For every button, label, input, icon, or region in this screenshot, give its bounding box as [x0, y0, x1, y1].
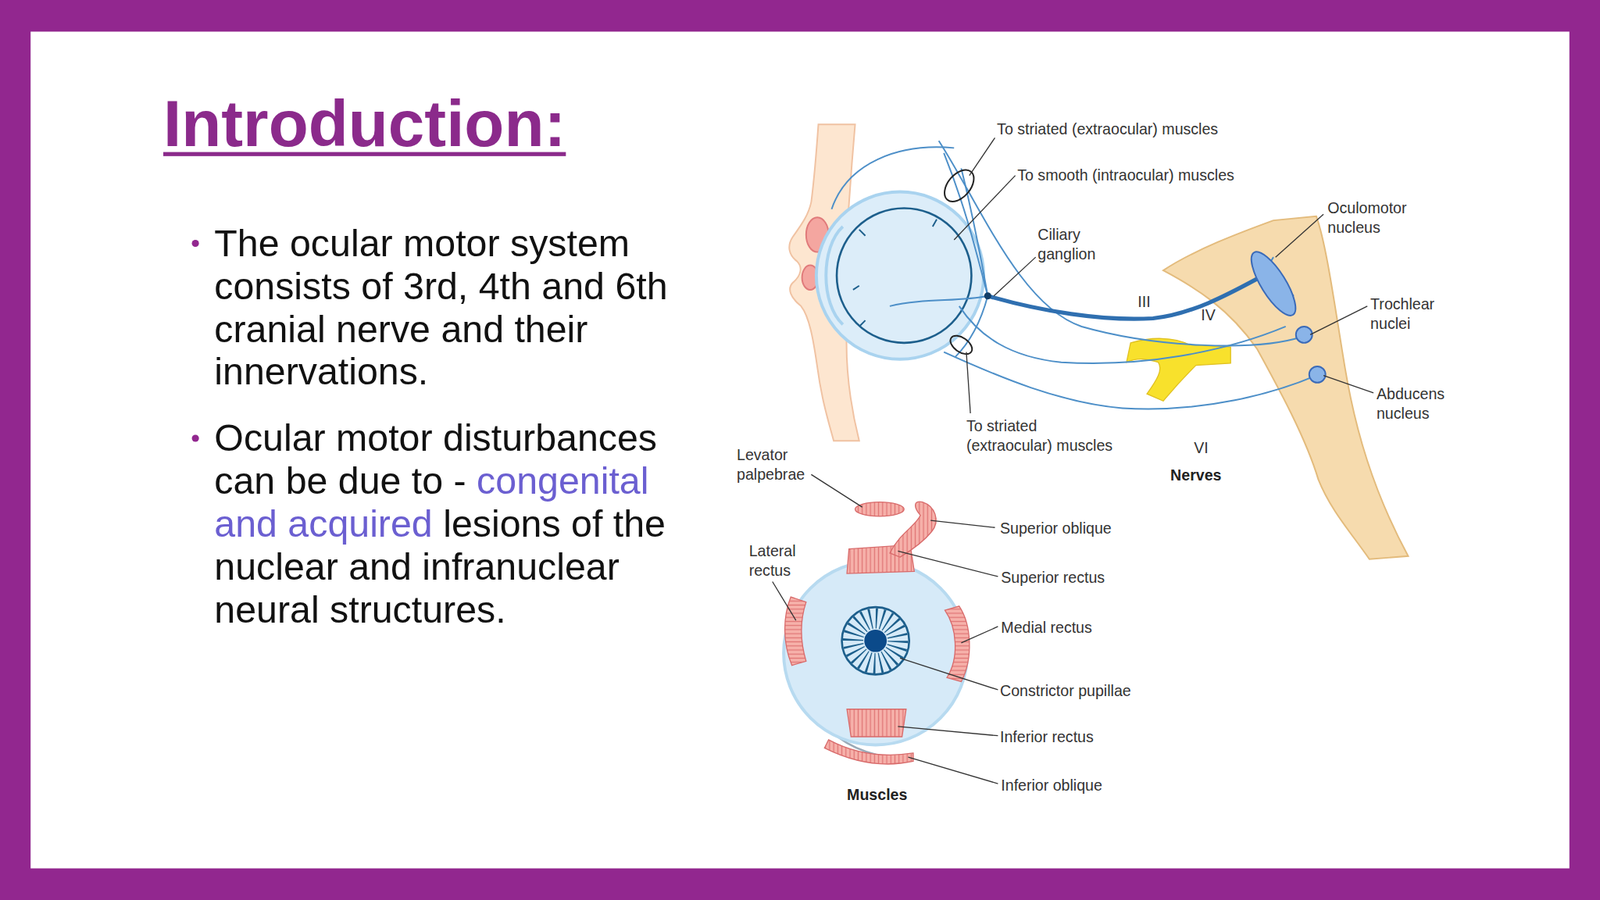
inferior-rectus-muscle [846, 709, 907, 737]
eyeball-outer [816, 192, 984, 360]
trochlear-nucleus-shape [1296, 326, 1313, 343]
leader-line [900, 657, 998, 690]
oculomotor-nerve [987, 275, 1264, 320]
anatomy-label: Constrictor pupillae [1000, 680, 1132, 700]
bullet-dot [192, 239, 200, 247]
bullet-paragraph: Ocular motor disturbances can be due to … [214, 417, 709, 632]
bullet-text: The ocular motor system consists of 3rd,… [214, 222, 709, 394]
nerve-line [939, 140, 1303, 346]
nerve-line [960, 168, 988, 297]
iris-spokes [853, 618, 898, 664]
leader-line [907, 757, 998, 784]
anatomy-label: III [1137, 292, 1150, 312]
anatomy-label: Medial rectus [1000, 617, 1093, 637]
leader-line [1310, 306, 1368, 336]
anatomy-label: VI [1193, 437, 1209, 458]
leader-lines [772, 137, 1374, 784]
inferior-oblique-muscle [824, 739, 914, 765]
nerve-line [889, 296, 988, 307]
nerve-line [943, 153, 988, 297]
leader-line [993, 257, 1036, 297]
anatomy-label: Superior oblique [1000, 518, 1112, 539]
levator-palpebrae-muscle [855, 502, 905, 517]
leader-line [1275, 214, 1324, 258]
leader-line [953, 175, 1015, 240]
leader-line [772, 581, 797, 621]
medial-rectus-muscle [944, 606, 969, 683]
anatomy-label: Oculomotor nucleus [1327, 197, 1420, 237]
anatomy-label: Inferior oblique [1000, 775, 1103, 796]
pupil [864, 629, 887, 653]
nerve-line [943, 352, 1317, 410]
leader-line [930, 520, 995, 528]
leader-line [960, 626, 998, 643]
nerve-line [959, 306, 1286, 364]
iris-rim [842, 607, 910, 675]
anatomy-label: Abducens nucleus [1376, 383, 1454, 423]
nerve-bundle-ring [939, 164, 980, 207]
slide-title: Introduction: [163, 90, 566, 157]
yellow-structure [1126, 338, 1231, 401]
anatomy-label: To striated (extraocular) muscles [966, 416, 1126, 456]
anatomy-label: To striated (extraocular) muscles [996, 119, 1218, 140]
eyeball-front [783, 560, 968, 745]
anatomy-label: IV [1200, 305, 1216, 325]
anatomy-label: Trochlear nuclei [1370, 293, 1444, 333]
leader-line [1323, 375, 1374, 393]
eye-mark [853, 219, 937, 327]
leader-line [810, 474, 862, 508]
anatomy-label: Ciliary ganglion [1037, 224, 1105, 264]
section-heading: Nerves [1170, 465, 1222, 486]
nerve-line [831, 146, 954, 209]
nerve-lines [831, 140, 1316, 409]
abducens-nucleus-shape [1309, 366, 1326, 383]
section-heading: Muscles [846, 784, 908, 804]
cornea [825, 226, 843, 325]
anatomy-label: Levator palpebrae [736, 444, 815, 484]
oculomotor-nucleus-shape [1243, 246, 1304, 322]
anatomy-label: Inferior rectus [1000, 726, 1094, 747]
bullet-dot [192, 434, 200, 442]
anatomy-label: Superior rectus [1000, 567, 1105, 587]
leader-line [897, 726, 998, 736]
anatomy-label: Lateral rectus [749, 540, 807, 580]
anatomy-label: To smooth (intraocular) muscles [1017, 165, 1235, 186]
nerve-bundle-ring [946, 332, 975, 358]
ciliary-ganglion-dot [984, 292, 992, 300]
leader-line [969, 137, 996, 175]
eyeball-inner [836, 207, 972, 343]
leader-line [897, 550, 998, 577]
leader-line [966, 352, 971, 414]
